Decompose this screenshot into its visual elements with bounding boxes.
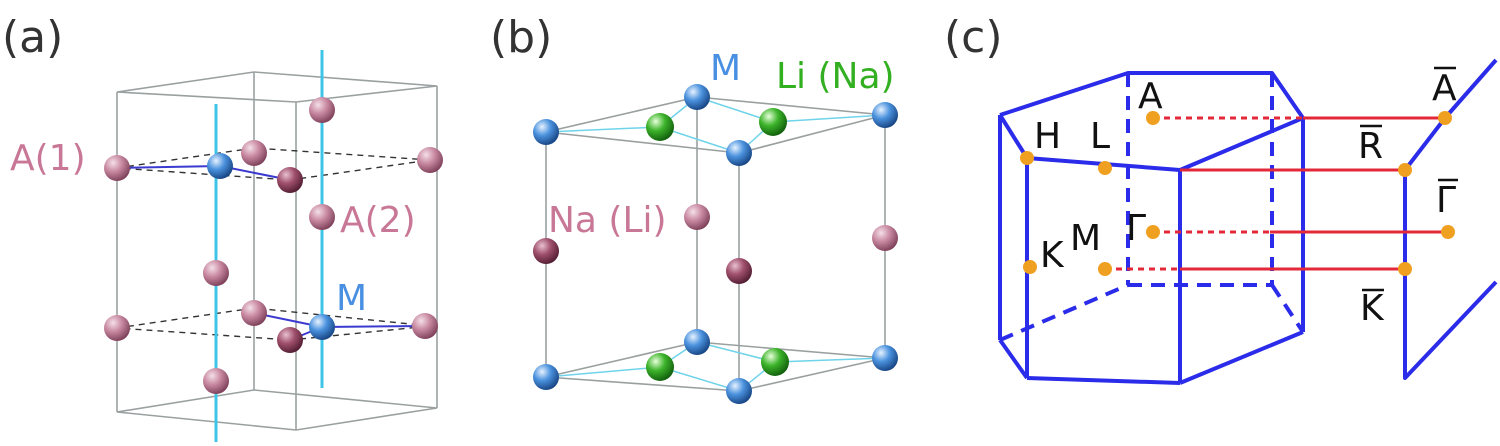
panel-c: (c) [944,12,1498,385]
panel-a-label: (a) [2,12,63,63]
high-symmetry-points [1020,111,1455,276]
bonds-a [116,165,426,341]
bonds-b [545,96,886,392]
label-point-R-bar: R [1358,126,1383,167]
label-point-A-bar: A [1432,68,1457,109]
panel-b-label: (b) [490,12,552,63]
label-a1-site: A(1) [10,138,86,179]
label-point-A: A [1138,76,1163,117]
c-axes-a [214,50,324,442]
label-point-L: L [1090,116,1110,157]
label-na-li-site: Na (Li) [548,200,667,241]
atoms-a [104,97,443,394]
layer-planes-a [116,147,431,341]
label-point-Gamma: Γ [1126,208,1146,249]
label-m-site-b: M [710,48,741,89]
label-m-site-a: M [336,278,367,319]
label-point-H: H [1034,116,1061,157]
point-labels: A H L K M Γ A R Γ K [1034,66,1458,329]
panel-a: (a) [2,12,443,442]
label-point-K-bar: K [1360,288,1385,329]
atoms-b [533,84,898,404]
projection-lines [1105,116,1448,271]
panel-b: (b) [490,12,898,404]
label-li-na-site: Li (Na) [776,56,895,97]
panel-c-label: (c) [944,12,1003,63]
label-point-Gamma-bar: Γ [1436,180,1456,221]
label-point-M: M [1070,218,1101,259]
unit-cell-a [116,71,438,431]
label-a2-site: A(2) [340,200,416,241]
label-point-K: K [1040,235,1065,276]
